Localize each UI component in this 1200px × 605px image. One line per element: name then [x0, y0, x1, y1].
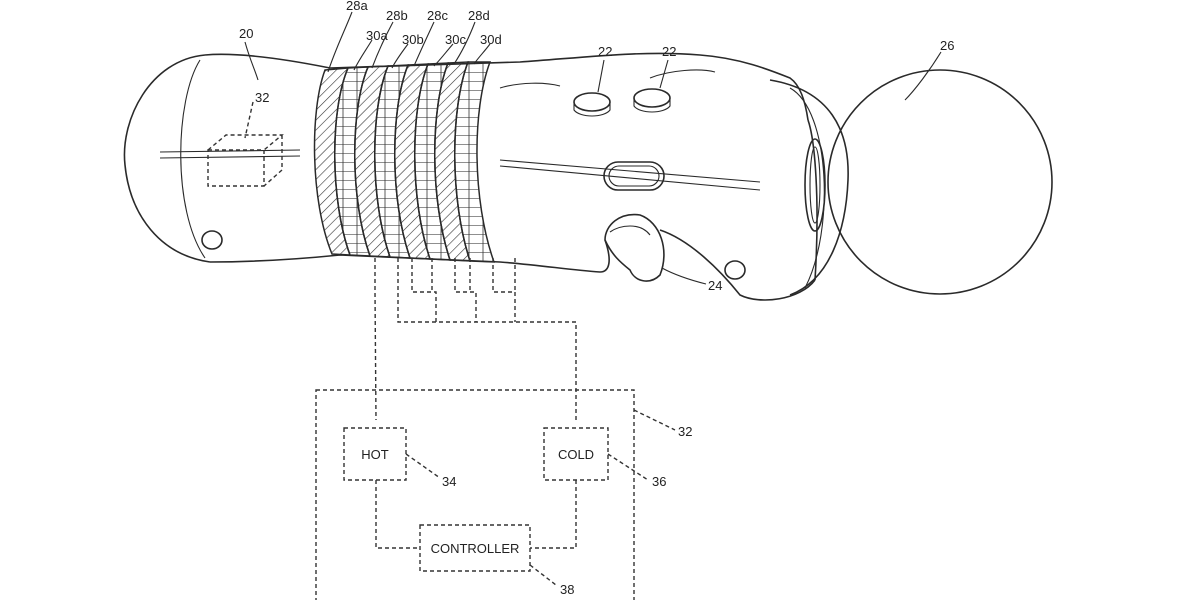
button-b — [633, 88, 671, 113]
end-hole — [201, 230, 223, 250]
controller-device — [123, 52, 1053, 301]
label-band-28d: 28d — [468, 8, 490, 23]
label-cold-ref: 36 — [652, 474, 666, 489]
label-ring-30a: 30a — [366, 28, 388, 43]
module-leader — [244, 101, 254, 139]
label-band-28c: 28c — [427, 8, 448, 23]
seam-left — [159, 149, 301, 153]
cold-label: COLD — [558, 447, 594, 462]
label-ring-30b: 30b — [402, 32, 424, 47]
band-wiring — [374, 258, 577, 421]
center-button — [603, 161, 665, 191]
label-ring-30d: 30d — [480, 32, 502, 47]
top-slot — [499, 82, 561, 89]
end-cap-seam — [180, 59, 206, 259]
label-device: 20 — [239, 26, 253, 41]
end-cap-outline — [123, 54, 211, 263]
neck-outline — [807, 119, 818, 281]
rear-hole — [724, 260, 746, 280]
button-a — [573, 92, 611, 117]
thermal-bands — [313, 61, 496, 263]
label-ring-30c: 30c — [445, 32, 466, 47]
label-button-b: 22 — [662, 44, 676, 59]
trigger — [604, 213, 665, 282]
control-system: 32 HOT 34 COLD 36 CONTROLLER 38 — [315, 389, 692, 605]
label-sphere: 26 — [940, 38, 954, 53]
ring-30d — [454, 61, 496, 263]
body-bottom-outline — [209, 239, 610, 273]
label-internal-module: 32 — [255, 90, 269, 105]
seam-right — [499, 159, 761, 183]
hot-label: HOT — [361, 447, 389, 462]
reference-labels: 20 28a 30a 28b 30b 28c 30c 28d 30d 22 22… — [239, 0, 954, 293]
leader-lines — [244, 11, 942, 285]
seam-left-2 — [159, 155, 301, 159]
collar-outer — [769, 79, 849, 296]
top-slot-2 — [649, 69, 716, 79]
label-band-28b: 28b — [386, 8, 408, 23]
label-trigger: 24 — [708, 278, 722, 293]
label-band-28a: 28a — [346, 0, 368, 13]
label-button-a: 22 — [598, 44, 612, 59]
sphere — [827, 69, 1053, 295]
handle-tail — [659, 229, 816, 301]
body-top-outline — [204, 52, 809, 121]
label-controller-ref: 38 — [560, 582, 574, 597]
label-hot-ref: 34 — [442, 474, 456, 489]
system-enclosure — [315, 389, 635, 605]
collar-inner — [789, 87, 825, 289]
internal-module-cube — [207, 134, 284, 187]
controller-label: CONTROLLER — [431, 541, 520, 556]
seam-right-2 — [499, 165, 761, 191]
label-system: 32 — [678, 424, 692, 439]
collar-ring — [804, 138, 826, 232]
